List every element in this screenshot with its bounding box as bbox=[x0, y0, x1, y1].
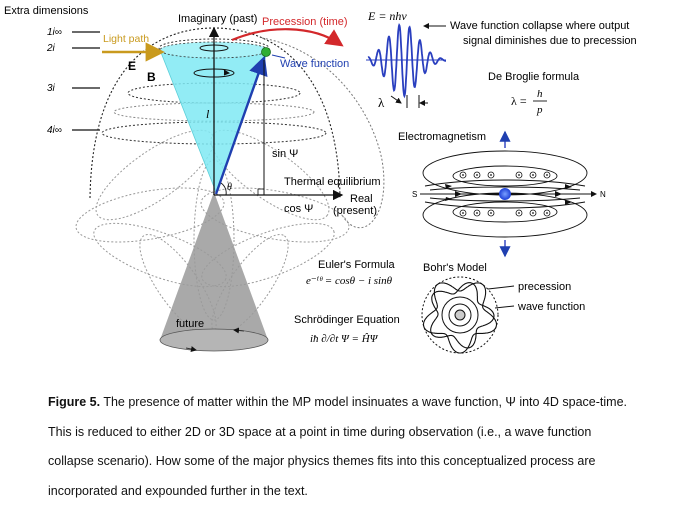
bohr-wave-pointer bbox=[495, 306, 514, 308]
lambda-label: λ bbox=[378, 95, 385, 110]
light-path-label: Light path bbox=[103, 33, 149, 45]
caption-label: Figure 5. bbox=[48, 395, 100, 409]
extra-dimensions-label: Extra dimensions bbox=[4, 5, 89, 17]
field-dot-center bbox=[518, 174, 520, 176]
cos-psi-label: cos Ψ bbox=[284, 203, 313, 215]
e-field-label: E bbox=[128, 59, 136, 73]
caption-line-1: Figure 5. The presence of matter within … bbox=[48, 388, 648, 418]
figure-caption: Figure 5. The presence of matter within … bbox=[48, 388, 648, 506]
field-dot-center bbox=[490, 212, 492, 214]
field-dot-center bbox=[532, 212, 534, 214]
dimension-label-1: 1i∞ bbox=[47, 27, 62, 38]
caption-text-1: The presence of matter within the MP mod… bbox=[100, 395, 627, 409]
future-cone-base bbox=[160, 329, 268, 351]
dimension-ticks bbox=[72, 32, 100, 130]
dimension-label-3: 3i bbox=[47, 83, 56, 94]
magnet-nucleus bbox=[499, 188, 511, 200]
field-dot-center bbox=[462, 174, 464, 176]
thermal-equilibrium-label: Thermal equilibrium bbox=[284, 176, 381, 188]
field-dot-center bbox=[476, 174, 478, 176]
bohr-wave-label: wave function bbox=[517, 301, 585, 313]
field-dot-center bbox=[462, 212, 464, 214]
precession-label: Precession (time) bbox=[262, 16, 348, 28]
imaginary-axis-label: Imaginary (past) bbox=[178, 13, 257, 25]
bohr-title: Bohr's Model bbox=[423, 262, 487, 274]
right-angle-mark bbox=[258, 189, 264, 195]
schrodinger-equation: iħ ∂/∂t Ψ = ĤΨ bbox=[310, 333, 379, 345]
dimension-label-4: 4i∞ bbox=[47, 125, 62, 136]
wave-packet-panel: E = nhv Wave function collapse where out… bbox=[366, 9, 637, 116]
figure-diagram: Extra dimensions 1i∞ 2i 3i 4i∞ bbox=[0, 0, 680, 385]
sin-psi-label: sin Ψ bbox=[272, 148, 298, 160]
real-axis-label: Real bbox=[350, 193, 373, 205]
field-dot-center bbox=[532, 174, 534, 176]
em-title: Electromagnetism bbox=[398, 131, 486, 143]
caption-line-2: This is reduced to either 2D or 3D space… bbox=[48, 418, 648, 448]
b-field-label: B bbox=[147, 70, 156, 84]
schrodinger-title: Schrödinger Equation bbox=[294, 314, 400, 326]
pole-s-label: S bbox=[412, 190, 417, 199]
field-dot-center bbox=[518, 212, 520, 214]
spiral-diagram: Extra dimensions 1i∞ 2i 3i 4i∞ bbox=[4, 5, 400, 351]
de-broglie-numerator: h bbox=[537, 88, 543, 100]
euler-title: Euler's Formula bbox=[318, 259, 396, 271]
de-broglie-denominator: p bbox=[536, 104, 543, 116]
field-dot-center bbox=[546, 174, 548, 176]
euler-equation: e⁻ⁱᶿ = cosθ − i sinθ bbox=[306, 275, 393, 287]
bohr-precession-pointer bbox=[488, 286, 514, 289]
wavelength-marker bbox=[391, 95, 428, 108]
bohr-model-panel: Bohr's Model precession wave function bbox=[422, 262, 585, 353]
caption-line-3: collapse scenario). How some of the majo… bbox=[48, 447, 648, 477]
collapse-text-1: Wave function collapse where output bbox=[450, 20, 629, 32]
theta-label: θ bbox=[227, 182, 232, 193]
particle-dot bbox=[262, 48, 271, 57]
bohr-precession-label: precession bbox=[518, 281, 571, 293]
de-broglie-lhs: λ = bbox=[511, 94, 527, 108]
dimension-label-2: 2i bbox=[46, 43, 56, 54]
pole-n-label: N bbox=[600, 190, 606, 199]
wave-function-label: Wave function bbox=[280, 58, 349, 70]
field-dot-center bbox=[490, 174, 492, 176]
precession-arrow bbox=[232, 29, 340, 44]
electromagnetism-panel: Electromagnetism S N bbox=[398, 131, 606, 256]
collapse-text-2: signal diminishes due to precession bbox=[463, 35, 637, 47]
de-broglie-title: De Broglie formula bbox=[488, 71, 580, 83]
real-axis-label-2: (present) bbox=[333, 205, 377, 217]
field-dot-center bbox=[546, 212, 548, 214]
energy-equation: E = nhv bbox=[367, 9, 407, 23]
field-dot-center bbox=[476, 212, 478, 214]
future-label: future bbox=[176, 318, 204, 330]
caption-line-4: incorporated and expounded further in th… bbox=[48, 477, 648, 506]
